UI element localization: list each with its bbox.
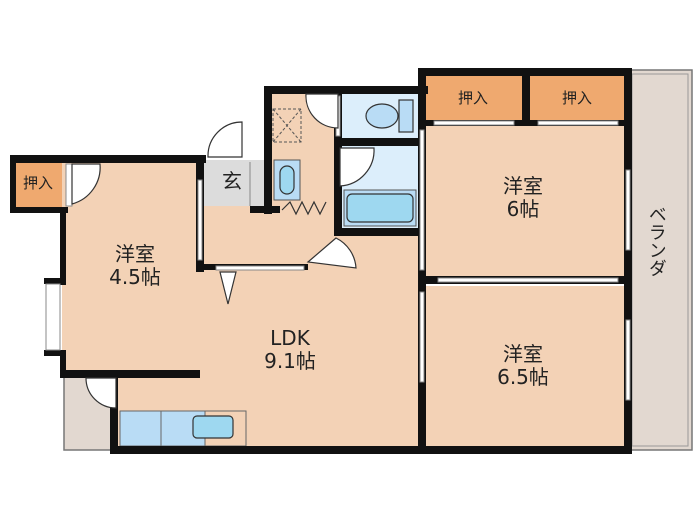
- doors: [71, 93, 375, 409]
- washing-machine-space-icon: [272, 108, 302, 143]
- toilet-icon: [365, 103, 399, 129]
- closet-label-top-1: 押入: [457, 89, 488, 107]
- closet-label-left: 押入: [22, 174, 53, 192]
- veranda-area: [627, 69, 693, 451]
- veranda-label: ベランダ: [645, 205, 667, 277]
- closet-label-top-2: 押入: [561, 89, 592, 107]
- room-label-ldk: LDK 9.1帖: [264, 326, 316, 373]
- closet-top-1: [424, 74, 522, 120]
- room-label-western-6-5: 洋室 6.5帖: [497, 342, 549, 389]
- genkan-floor: [204, 160, 266, 206]
- room-label-western-4-5: 洋室 4.5帖: [109, 242, 161, 289]
- kitchen-counter: [119, 410, 206, 447]
- genkan-label: 玄: [222, 169, 242, 193]
- western-room-6-floor: [426, 122, 626, 278]
- accordion-curtain-icon: [281, 200, 327, 216]
- closet-top-2: [528, 74, 626, 120]
- windows: [45, 95, 631, 401]
- western-room-6-5-floor: [426, 286, 626, 446]
- closet-left: [14, 160, 62, 208]
- room-label-western-6: 洋室 6帖: [503, 174, 543, 221]
- kitchen-sink-icon: [192, 415, 234, 439]
